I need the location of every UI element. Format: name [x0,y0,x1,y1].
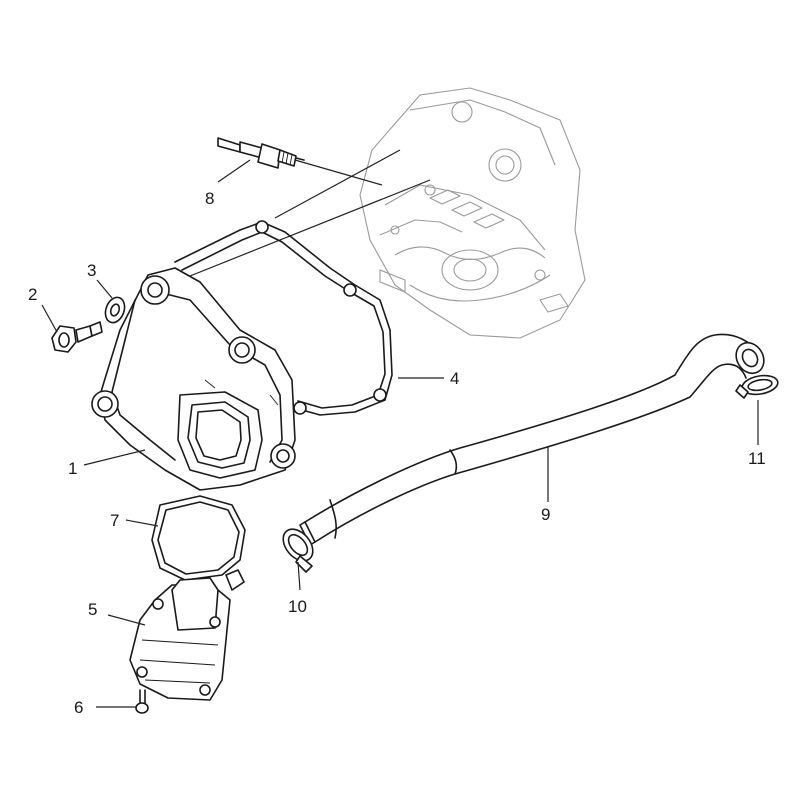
valve-cover-gasket [174,220,393,416]
callout-2: 2 [28,285,37,304]
breather-hose [299,333,765,546]
separator-gasket [151,495,246,581]
screw [135,689,149,714]
callout-3: 3 [87,261,96,280]
callout-4: 4 [450,369,459,388]
oil-separator [129,569,245,701]
callout-9: 9 [541,505,550,524]
projection-lines [159,149,431,289]
spark-plug [217,137,305,169]
callout-10: 10 [288,597,307,616]
callout-1: 1 [68,459,77,478]
callout-7: 7 [110,511,119,530]
callout-8: 8 [205,189,214,208]
leader-lines [41,159,759,708]
bolt [51,321,103,353]
hose-clamp-lower [282,528,314,573]
callout-11: 11 [748,449,766,468]
hose-clamp-upper [735,374,779,399]
callout-6: 6 [74,698,83,717]
washer [104,296,126,324]
valve-cover [91,267,296,491]
callout-labels: 1 2 3 4 5 6 7 8 9 10 11 [28,189,766,717]
callout-5: 5 [88,600,97,619]
cylinder-head [359,87,586,339]
